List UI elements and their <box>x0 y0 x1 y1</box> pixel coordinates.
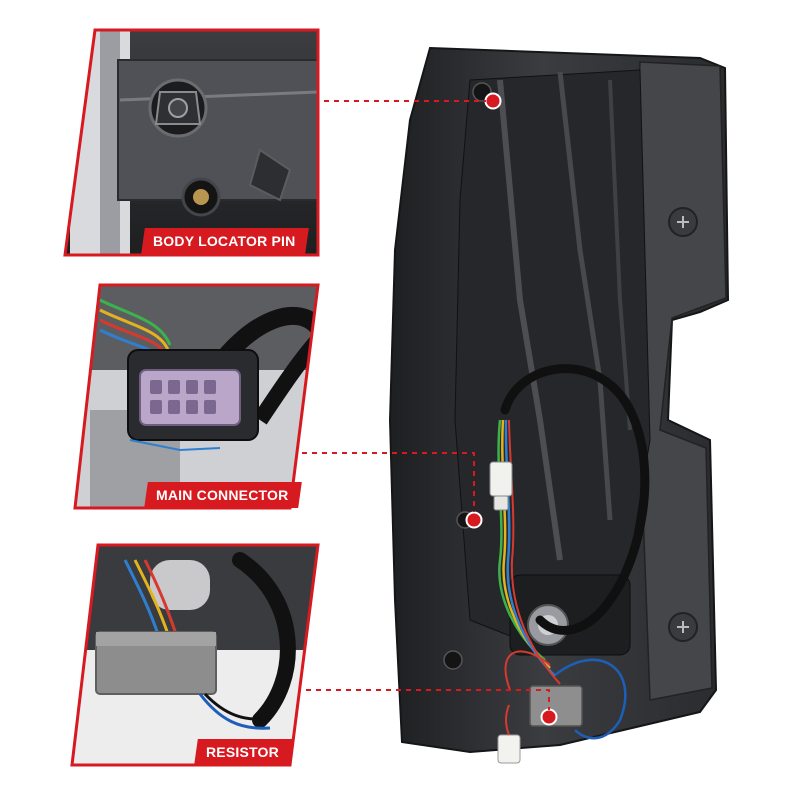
detail-panel-main-connector <box>73 283 320 510</box>
detail-panel-resistor <box>70 543 320 767</box>
label-text: RESISTOR <box>206 744 279 760</box>
label-resistor: RESISTOR <box>194 739 293 765</box>
label-main-connector: MAIN CONNECTOR <box>144 482 303 508</box>
callout-leader-lines <box>282 100 550 710</box>
tail-light-housing <box>388 46 730 764</box>
label-text: BODY LOCATOR PIN <box>153 233 296 249</box>
detail-panel-body-locator-pin <box>63 28 320 257</box>
label-body-locator-pin: BODY LOCATOR PIN <box>141 228 310 254</box>
label-text: MAIN CONNECTOR <box>156 487 289 503</box>
